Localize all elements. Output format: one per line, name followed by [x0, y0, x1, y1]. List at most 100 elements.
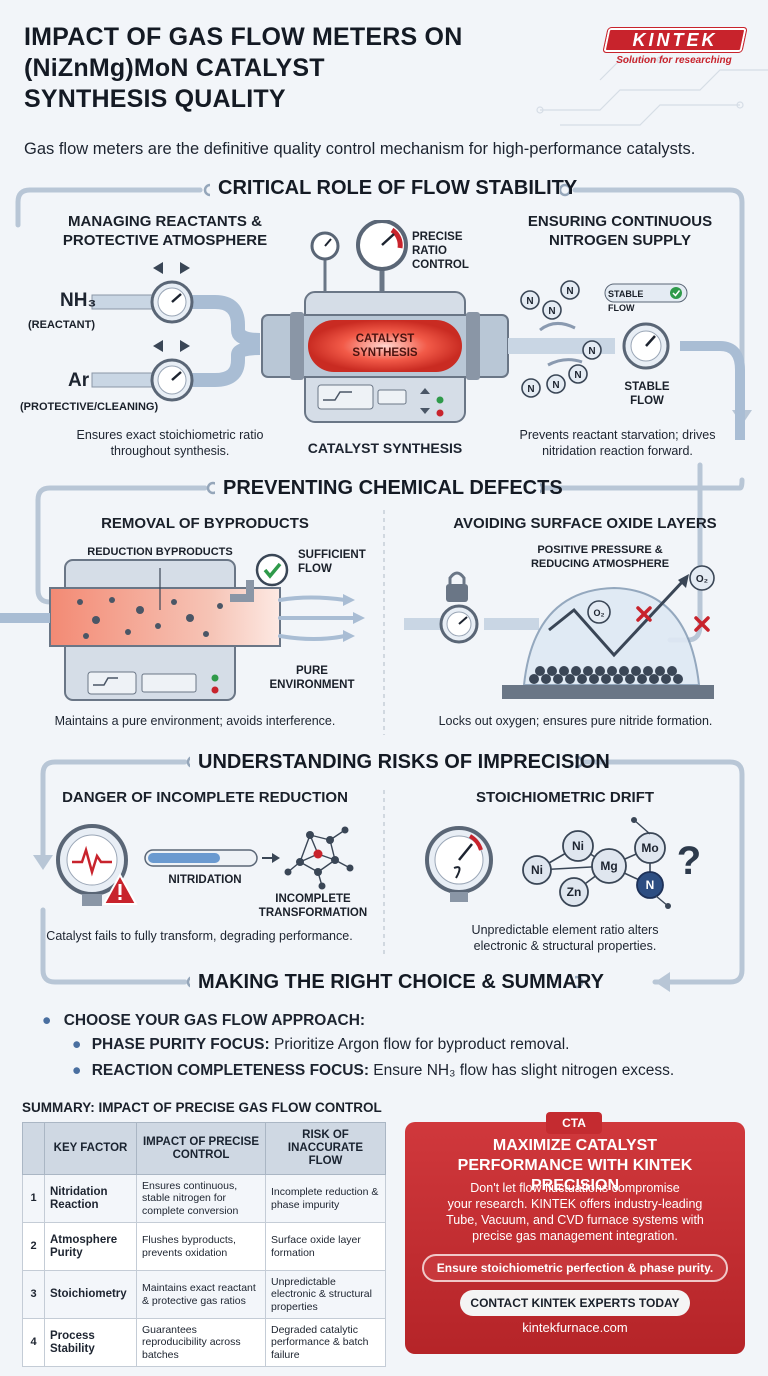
intro-text: Gas flow meters are the definitive quali… — [24, 140, 696, 158]
bullet: ● — [42, 1012, 52, 1029]
table-cell: 4 — [22, 1318, 45, 1367]
ar-note: (PROTECTIVE/CLEANING) — [20, 401, 159, 413]
summary-title: SUMMARY: IMPACT OF PRECISE GAS FLOW CONT… — [22, 1100, 382, 1115]
table-cell: Stoichiometry — [44, 1270, 137, 1319]
broken-gauge-icon — [425, 826, 493, 902]
bullet: ● — [72, 1036, 82, 1053]
ar-flow-meter-icon — [150, 358, 194, 402]
table-cell: Atmosphere Purity — [44, 1222, 137, 1271]
byproducts-label: REDUCTION BYPRODUCTS — [87, 546, 233, 558]
table-cell: Nitridation Reaction — [44, 1174, 137, 1223]
pressure-meter-icon — [439, 604, 479, 644]
table-cell: Unpredictable electronic & structural pr… — [265, 1270, 386, 1319]
cta-promise-pill: Ensure stoichiometric perfection & phase… — [422, 1254, 728, 1282]
section-divider-3 — [383, 790, 385, 955]
subtitle-oxide-layers: AVOIDING SURFACE OXIDE LAYERS — [453, 515, 717, 532]
website-link[interactable]: kintekfurnace.com — [522, 1320, 628, 1335]
progress-bar — [144, 849, 258, 867]
svg-text:?: ? — [677, 839, 701, 883]
table-cell: Ensures continuous, stable nitrogen for … — [136, 1174, 266, 1223]
svg-text:O₂: O₂ — [696, 574, 708, 585]
table-row: 3 Stoichiometry Maintains exact reactant… — [22, 1270, 386, 1319]
table-cell: 1 — [22, 1174, 45, 1223]
circuit-decoration — [536, 56, 768, 126]
svg-text:N: N — [588, 346, 595, 357]
svg-text:Ni: Ni — [572, 839, 584, 853]
svg-text:O₂: O₂ — [594, 608, 605, 618]
oxide-protection-diagram: O₂ O₂ — [404, 565, 715, 699]
subtitle-incomplete-reduction: DANGER OF INCOMPLETE REDUCTION — [62, 789, 348, 806]
svg-text:N: N — [527, 384, 534, 395]
choice-reaction-completeness: ● REACTION COMPLETENESS FOCUS: Ensure NH… — [72, 1062, 675, 1079]
contact-experts-button[interactable]: CONTACT KINTEK EXPERTS TODAY — [460, 1290, 690, 1316]
svg-text:N: N — [526, 296, 533, 307]
svg-text:N: N — [552, 380, 559, 391]
svg-text:Ni: Ni — [531, 863, 543, 877]
summary-table: KEY FACTOR IMPACT OF PRECISE CONTROL RIS… — [22, 1122, 386, 1367]
table-cell: 2 — [22, 1222, 45, 1271]
summary-table-wrap: KEY FACTOR IMPACT OF PRECISE CONTROL RIS… — [22, 1122, 386, 1367]
table-cell: 3 — [22, 1270, 45, 1319]
column-header: IMPACT OF PRECISE CONTROL — [136, 1122, 266, 1175]
choose-approach: ● CHOOSE YOUR GAS FLOW APPROACH: — [42, 1012, 366, 1029]
table-cell: Surface oxide layer formation — [265, 1222, 386, 1271]
subtitle-stoichiometric-drift: STOICHIOMETRIC DRIFT — [475, 789, 655, 806]
synthesis-diagram: N N N N N N N — [91, 220, 745, 440]
ar-label: Ar — [68, 370, 90, 391]
table-cell: Degraded catalytic performance & batch f… — [265, 1318, 386, 1367]
section-frames — [15, 183, 752, 992]
byproducts-desc: Maintains a pure environment; avoids int… — [54, 714, 336, 728]
logo-text: KINTEK — [632, 30, 718, 50]
svg-text:N: N — [548, 306, 555, 317]
section-divider — [383, 510, 385, 735]
table-cell: Flushes byproducts, prevents oxidation — [136, 1222, 266, 1271]
table-row: 2 Atmosphere Purity Flushes byproducts, … — [22, 1222, 386, 1271]
table-cell: Maintains exact reactant & protective ga… — [136, 1270, 266, 1319]
table-row: 4 Process Stability Guarantees reproduci… — [22, 1318, 386, 1367]
stoichiometric-drift-diagram: Ni Ni Mg Mo Zn N ? — [425, 817, 701, 909]
outlet-flow-meter-icon — [622, 322, 670, 370]
page-title: IMPACT OF GAS FLOW METERS ON (NiZnMg)MoN… — [24, 23, 463, 113]
check-icon — [255, 553, 289, 587]
gas-inlet-pipes — [91, 294, 261, 388]
stable-flow-badge: STABLE FLOW — [608, 289, 644, 313]
svg-text:Mo: Mo — [641, 841, 658, 855]
subtitle-byproducts: REMOVAL OF BYPRODUCTS — [101, 515, 309, 532]
svg-text:Zn: Zn — [567, 885, 582, 899]
section-title-flow-stability: CRITICAL ROLE OF FLOW STABILITY — [210, 177, 577, 200]
column-header: KEY FACTOR — [44, 1122, 137, 1175]
incomplete-desc: Catalyst fails to fully transform, degra… — [46, 929, 353, 943]
column-header: RISK OF INACCURATE FLOW — [265, 1122, 386, 1175]
nh3-flow-meter-icon — [150, 280, 194, 324]
bullet: ● — [72, 1062, 82, 1079]
subtitle-reactants: MANAGING REACTANTS &PROTECTIVE ATMOSPHER… — [62, 213, 268, 249]
oxide-desc: Locks out oxygen; ensures pure nitride f… — [438, 714, 713, 728]
section-title-chemical-defects: PREVENTING CHEMICAL DEFECTS — [215, 477, 563, 500]
svg-text:N: N — [646, 878, 655, 892]
adjust-arrows-icon — [153, 262, 190, 352]
pressure-gauge-icon — [310, 220, 408, 292]
svg-text:N: N — [574, 370, 581, 381]
section-title-summary: MAKING THE RIGHT CHOICE & SUMMARY — [190, 971, 604, 994]
table-cell: Process Stability — [44, 1318, 137, 1367]
table-cell: Guarantees reproducibility across batche… — [136, 1318, 266, 1367]
incomplete-reduction-diagram — [56, 824, 354, 906]
nitridation-label: NITRIDATION — [168, 874, 242, 886]
svg-text:Mg: Mg — [600, 859, 617, 873]
byproduct-removal-diagram — [0, 553, 365, 701]
cta-tag: CTA — [546, 1112, 602, 1134]
column-header — [22, 1122, 45, 1175]
nh3-label: NH₃ — [60, 290, 97, 311]
choice-phase-purity: ● PHASE PURITY FOCUS: Prioritize Argon f… — [72, 1036, 570, 1053]
furnace-caption: CATALYST SYNTHESIS — [307, 440, 463, 456]
